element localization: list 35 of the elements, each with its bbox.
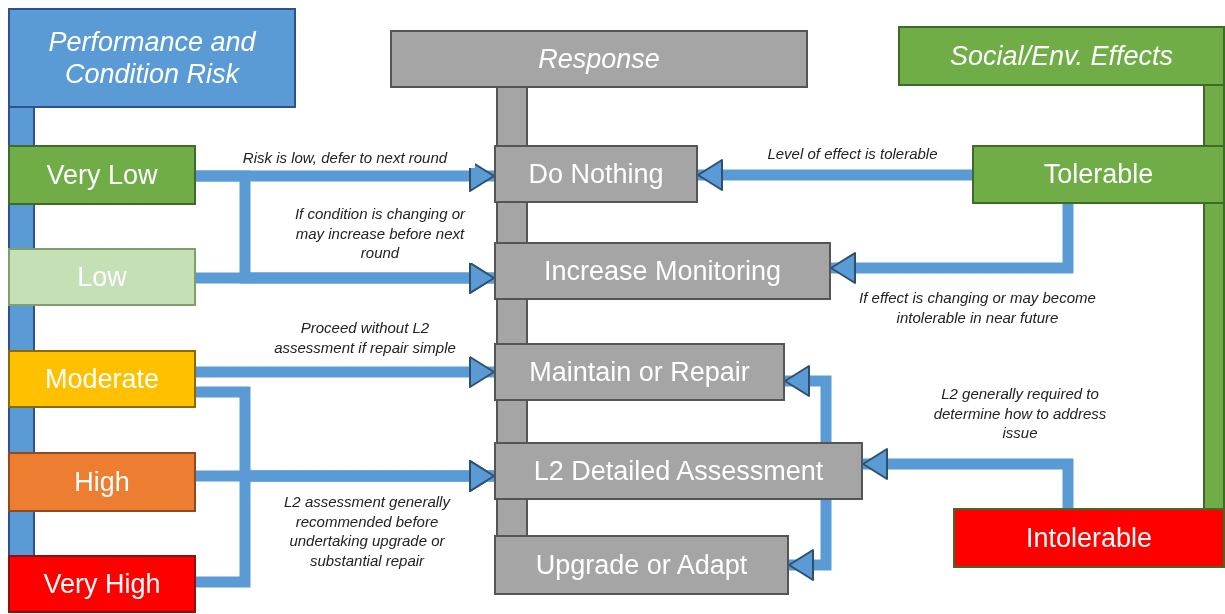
category-box: Low [8, 248, 196, 306]
block-arrow [830, 204, 1074, 284]
column-bar [8, 205, 35, 248]
column-bar [496, 500, 528, 535]
column-bar [1203, 86, 1225, 145]
column-bar [496, 401, 528, 442]
column-header: Performance and Condition Risk [8, 8, 296, 108]
category-box: High [8, 452, 196, 512]
column-bar [8, 512, 35, 555]
category-box: Increase Monitoring [494, 242, 831, 300]
category-box: Do Nothing [494, 145, 698, 203]
column-bar [496, 300, 528, 343]
category-box: Maintain or Repair [494, 343, 785, 401]
column-bar [8, 306, 35, 350]
category-box: Very High [8, 555, 196, 613]
column-bar [496, 88, 528, 145]
block-arrow [788, 500, 832, 581]
block-arrow [697, 159, 972, 191]
block-arrow [784, 365, 832, 442]
block-arrow [196, 356, 495, 388]
category-box: Tolerable [972, 145, 1225, 204]
category-box: Upgrade or Adapt [494, 535, 789, 595]
block-arrow [196, 170, 495, 294]
column-bar [496, 203, 528, 242]
column-bar [8, 408, 35, 452]
category-box: Intolerable [953, 508, 1225, 568]
column-header: Response [390, 30, 808, 88]
category-box: Very Low [8, 145, 196, 205]
block-arrow [862, 448, 1074, 508]
block-arrow [196, 460, 495, 588]
column-header: Social/Env. Effects [898, 26, 1225, 86]
category-box: L2 Detailed Assessment [494, 442, 863, 500]
column-bar [8, 108, 35, 145]
category-box: Moderate [8, 350, 196, 408]
column-bar [1203, 204, 1225, 508]
